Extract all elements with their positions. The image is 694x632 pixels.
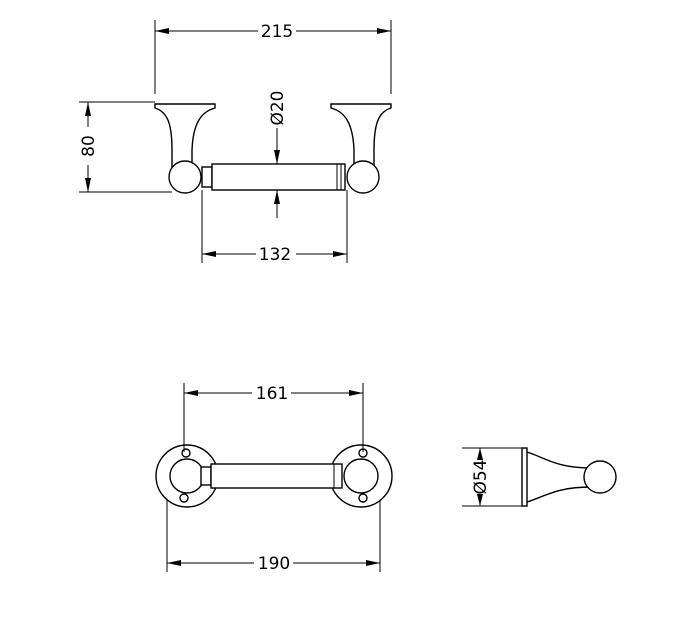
- right-bracket: [330, 103, 392, 194]
- dimension-label-161: 161: [256, 384, 288, 404]
- front-view: 215 80 Ø20 132: [79, 20, 392, 265]
- dimension-215: 215: [154, 20, 392, 94]
- roll-bar-top: [200, 463, 343, 489]
- dimension-label-80: 80: [79, 135, 99, 157]
- dimension-label-diameter-54: Ø54: [471, 459, 491, 494]
- dimension-132: 132: [201, 190, 348, 265]
- left-bracket: [154, 103, 216, 194]
- top-view: 161 190: [155, 383, 393, 574]
- dimension-label-190: 190: [258, 554, 290, 574]
- dimension-diameter-20: Ø20: [268, 90, 288, 218]
- dimension-80: 80: [79, 101, 172, 193]
- dimension-label-215: 215: [261, 22, 293, 42]
- roll-bar: [201, 163, 346, 191]
- side-bracket: [521, 447, 617, 507]
- dimension-label-132: 132: [259, 245, 291, 265]
- dimension-190: 190: [166, 500, 381, 574]
- dimension-label-diameter-20: Ø20: [268, 90, 288, 125]
- dimension-161: 161: [183, 383, 364, 452]
- dimension-diameter-54: Ø54: [462, 447, 522, 507]
- side-view: Ø54: [462, 447, 617, 507]
